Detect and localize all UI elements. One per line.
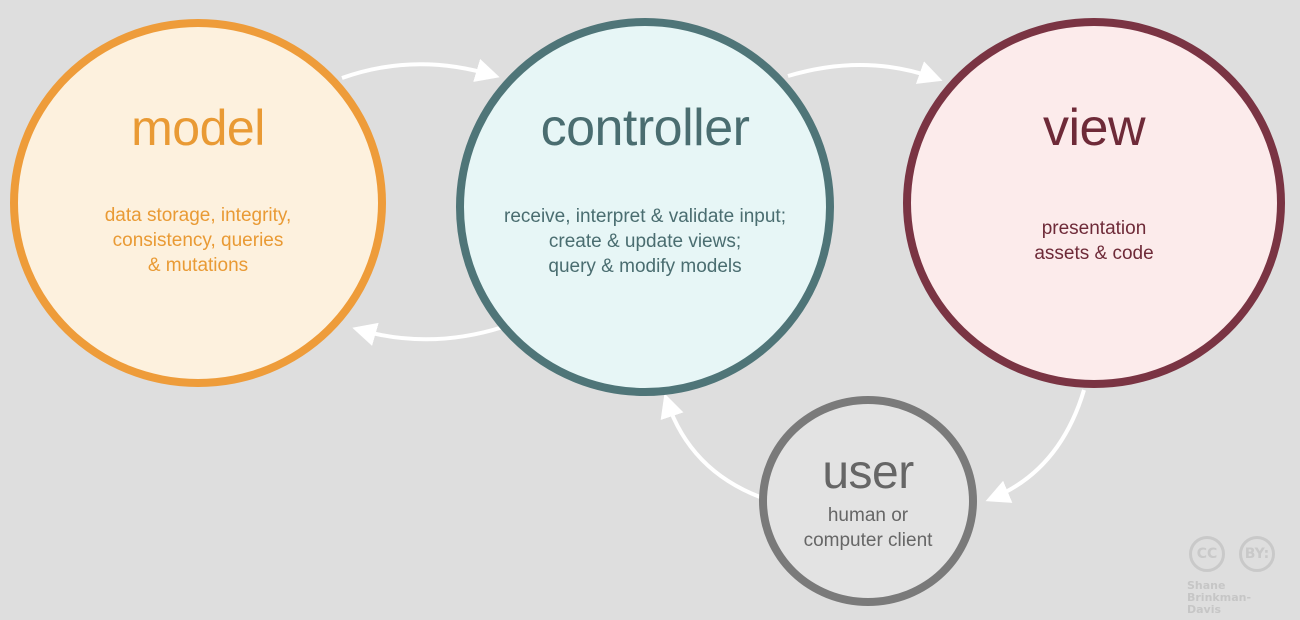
arrow-user-to-controller bbox=[660, 393, 761, 499]
model-node: model data storage, integrity, consisten… bbox=[10, 19, 386, 387]
arrow-view-to-user bbox=[985, 389, 1086, 503]
attribution-text: Shane Brinkman-Davis bbox=[1187, 579, 1252, 616]
arrow-model-to-controller bbox=[341, 58, 500, 82]
by-icon: BY: bbox=[1239, 536, 1275, 572]
user-description: human or computer client bbox=[803, 505, 933, 551]
controller-node: controller receive, interpret & validate… bbox=[456, 18, 834, 396]
user-node: user human or computer client bbox=[759, 396, 977, 606]
creative-commons-by-icon: CC BY: Shane Brinkman-Davis bbox=[1185, 536, 1285, 616]
cc-icon: CC bbox=[1189, 536, 1225, 572]
model-description: data storage, integrity, consistency, qu… bbox=[104, 205, 292, 276]
view-title: view bbox=[1042, 99, 1146, 157]
controller-title: controller bbox=[540, 99, 750, 157]
view-description: presentation assets & code bbox=[1034, 218, 1154, 264]
view-node: view presentation assets & code bbox=[903, 18, 1285, 388]
arrow-controller-to-model bbox=[352, 322, 504, 346]
arrow-controller-to-view bbox=[787, 61, 943, 84]
user-title: user bbox=[822, 446, 914, 499]
model-title: model bbox=[131, 100, 265, 156]
controller-description: receive, interpret & validate input; cre… bbox=[504, 206, 786, 277]
